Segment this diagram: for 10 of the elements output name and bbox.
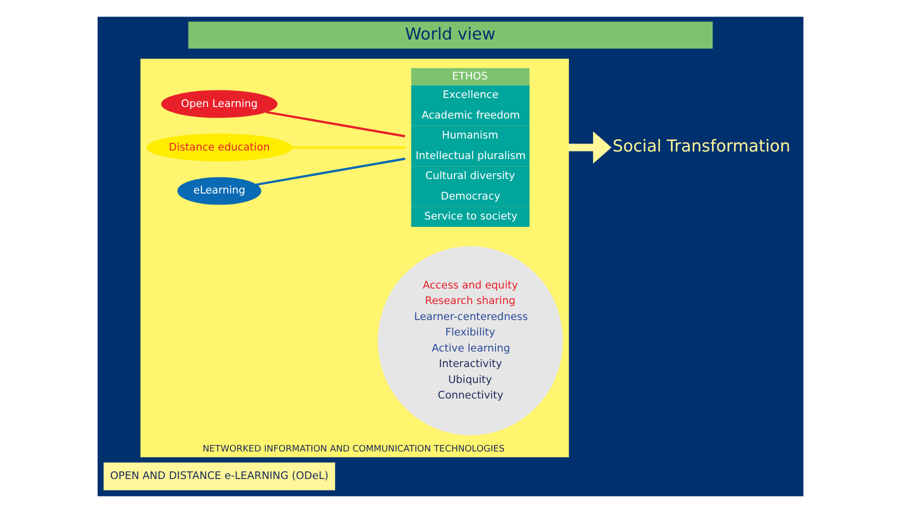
node-box: OPEN AND DISTANCE e-LEARNING (ODeL) [103,462,335,490]
node-circle: Access and equity Research sharing Learner-centeredness Flexibility Active learning Interactivity Ubiquity Connectivity [377,246,562,436]
node-ellipse: Distance education [146,134,292,162]
connector [265,110,405,138]
arrow [568,131,611,164]
connector [255,158,405,186]
connector [291,146,405,149]
node-ellipse: eLearning [176,177,261,205]
node-text: Social Transformation [612,136,790,156]
node-ellipse: Open Learning [160,90,278,118]
